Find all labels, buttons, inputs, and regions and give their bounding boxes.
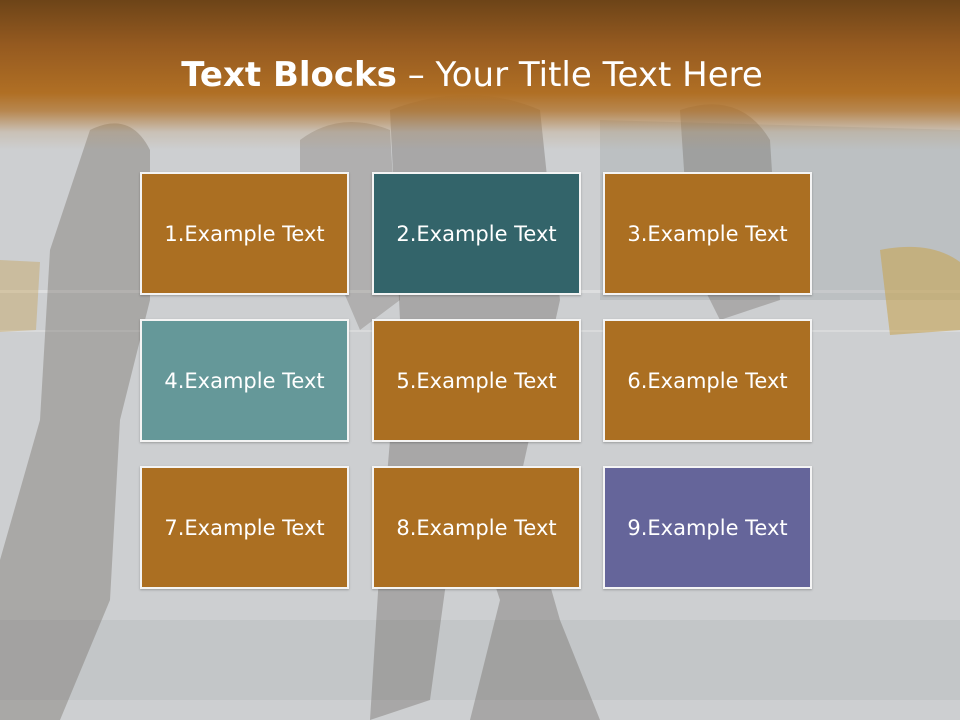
text-block-7[interactable]: 7.Example Text (140, 466, 349, 589)
text-block-label: 4.Example Text (164, 368, 325, 393)
text-block-5[interactable]: 5.Example Text (372, 319, 581, 442)
text-block-2[interactable]: 2.Example Text (372, 172, 581, 295)
text-block-8[interactable]: 8.Example Text (372, 466, 581, 589)
text-block-4[interactable]: 4.Example Text (140, 319, 349, 442)
slide-title: Text Blocks – Your Title Text Here (0, 52, 944, 98)
text-block-label: 3.Example Text (627, 221, 788, 246)
text-block-label: 5.Example Text (396, 368, 557, 393)
text-block-9[interactable]: 9.Example Text (603, 466, 812, 589)
text-block-6[interactable]: 6.Example Text (603, 319, 812, 442)
title-rest-part: – Your Title Text Here (396, 55, 763, 95)
text-block-label: 8.Example Text (396, 515, 557, 540)
text-block-label: 7.Example Text (164, 515, 325, 540)
text-block-label: 1.Example Text (164, 221, 325, 246)
text-block-1[interactable]: 1.Example Text (140, 172, 349, 295)
title-bold-part: Text Blocks (181, 55, 397, 95)
text-block-label: 9.Example Text (627, 515, 788, 540)
text-block-label: 2.Example Text (396, 221, 557, 246)
text-block-3[interactable]: 3.Example Text (603, 172, 812, 295)
text-block-label: 6.Example Text (627, 368, 788, 393)
title-bar (0, 0, 960, 150)
